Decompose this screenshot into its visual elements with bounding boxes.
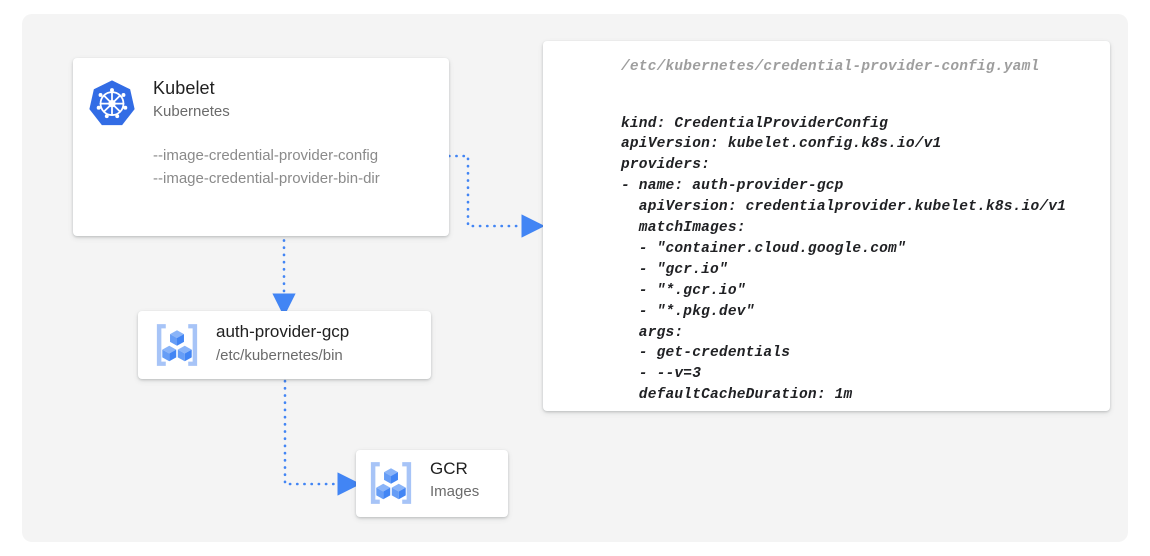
kubelet-node-card[interactable]: Kubelet Kubernetes --image-credential-pr… [73,58,449,236]
gcr-node-card[interactable]: GCR Images [356,450,508,517]
auth-provider-title: auth-provider-gcp [216,322,350,341]
gcr-title: GCR [430,459,468,478]
kubelet-subtitle: Kubernetes [153,103,230,120]
credential-provider-config-card[interactable]: /etc/kubernetes/credential-provider-conf… [543,41,1110,411]
auth-provider-gcp-node-card[interactable]: auth-provider-gcp /etc/kubernetes/bin [138,311,431,379]
config-yaml-body: kind: CredentialProviderConfig apiVersio… [621,115,1067,404]
kubelet-title: Kubelet [153,78,215,98]
kubelet-flag-config: --image-credential-provider-config [153,147,379,164]
container-registry-icon [370,462,412,504]
kubernetes-logo-icon [89,80,135,126]
gcr-subtitle: Images [430,483,480,500]
kubelet-flag-bin-dir: --image-credential-provider-bin-dir [153,170,380,187]
auth-provider-subtitle: /etc/kubernetes/bin [216,347,343,364]
container-registry-icon [156,324,198,366]
config-file-path: /etc/kubernetes/credential-provider-conf… [621,59,1040,75]
